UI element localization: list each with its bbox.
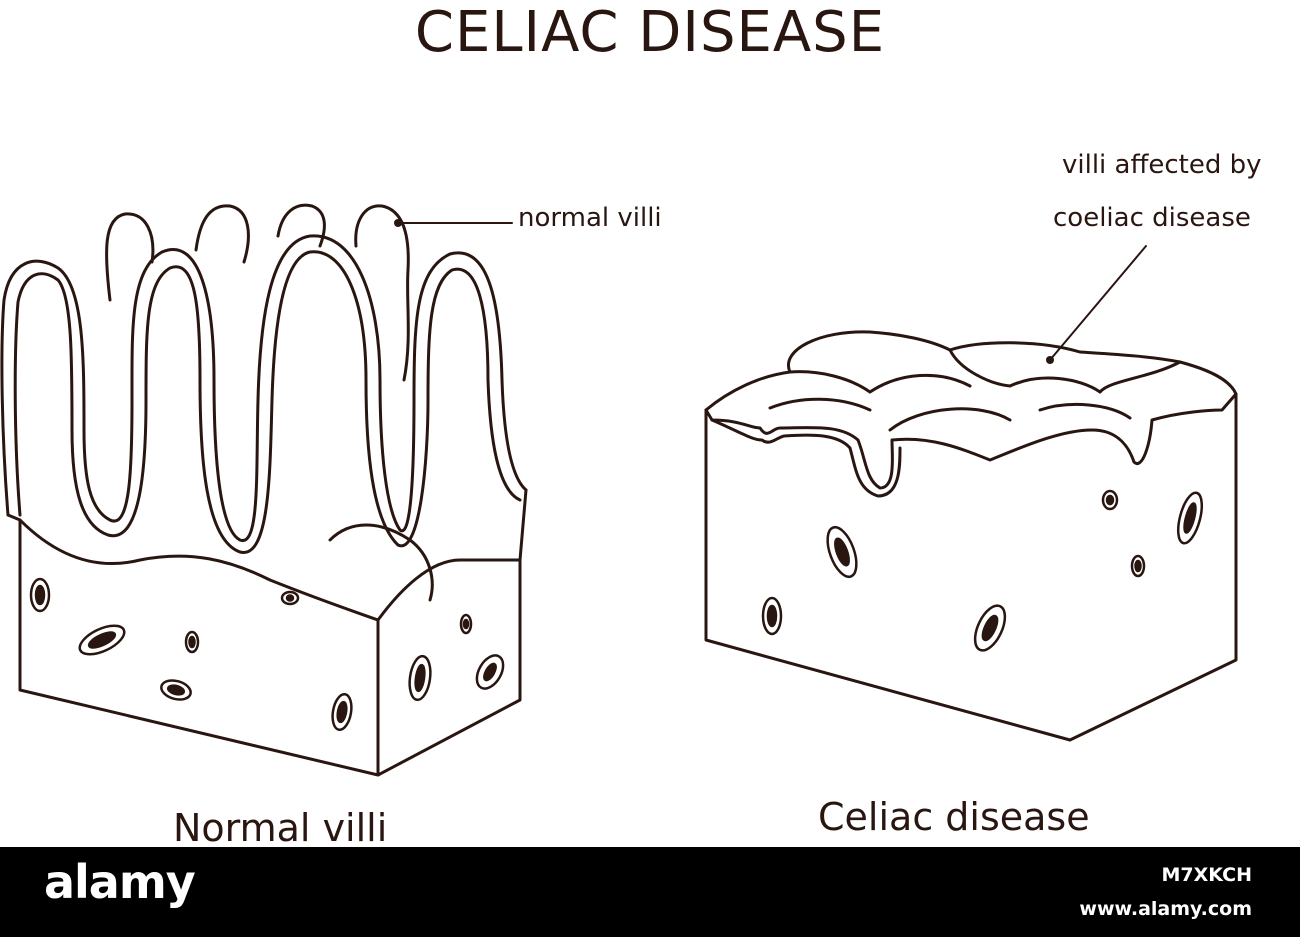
affected-villi-pointer-line	[1049, 245, 1147, 361]
celiac-top-lobes	[768, 348, 1182, 432]
celiac-front-edge	[704, 392, 1238, 490]
block-front-right-edge	[376, 558, 522, 777]
normal-villi-caption: Normal villi	[173, 806, 388, 850]
villi-front-inner	[13, 250, 522, 554]
block-right-top	[376, 488, 528, 622]
block-left-face	[6, 513, 380, 777]
back-villus-3	[276, 203, 326, 248]
normal-villi-pointer-dot	[394, 219, 402, 227]
back-villus-1	[105, 212, 155, 302]
back-villus-2	[194, 204, 250, 264]
normal-villi-block	[0, 203, 528, 777]
footer-url: www.alamy.com	[1079, 898, 1252, 920]
villi-front-outer	[0, 234, 528, 542]
affected-villi-label-line2: coeliac disease	[1053, 203, 1251, 233]
celiac-right-face	[1068, 392, 1238, 742]
watermark-footer: alamy M7XKCH www.alamy.com	[0, 847, 1300, 937]
block-top-edge	[18, 518, 380, 622]
villus-fold	[328, 523, 434, 602]
celiac-disease-caption: Celiac disease	[818, 795, 1090, 839]
right-nuclei	[761, 489, 1204, 652]
celiac-block	[704, 330, 1238, 742]
affected-villi-label-line1: villi affected by	[1062, 150, 1262, 180]
celiac-front-edge-inner	[710, 418, 902, 498]
affected-villi-pointer-dot	[1046, 356, 1054, 364]
back-villus-4	[354, 204, 410, 382]
villi-illustration	[0, 203, 1238, 777]
alamy-logo: alamy	[44, 855, 196, 909]
page-title: CELIAC DISEASE	[414, 0, 886, 65]
normal-villi-label: normal villi	[518, 203, 662, 233]
celiac-left-face	[704, 408, 1072, 742]
image-id: M7XKCH	[1161, 864, 1253, 886]
left-nuclei	[29, 577, 505, 732]
